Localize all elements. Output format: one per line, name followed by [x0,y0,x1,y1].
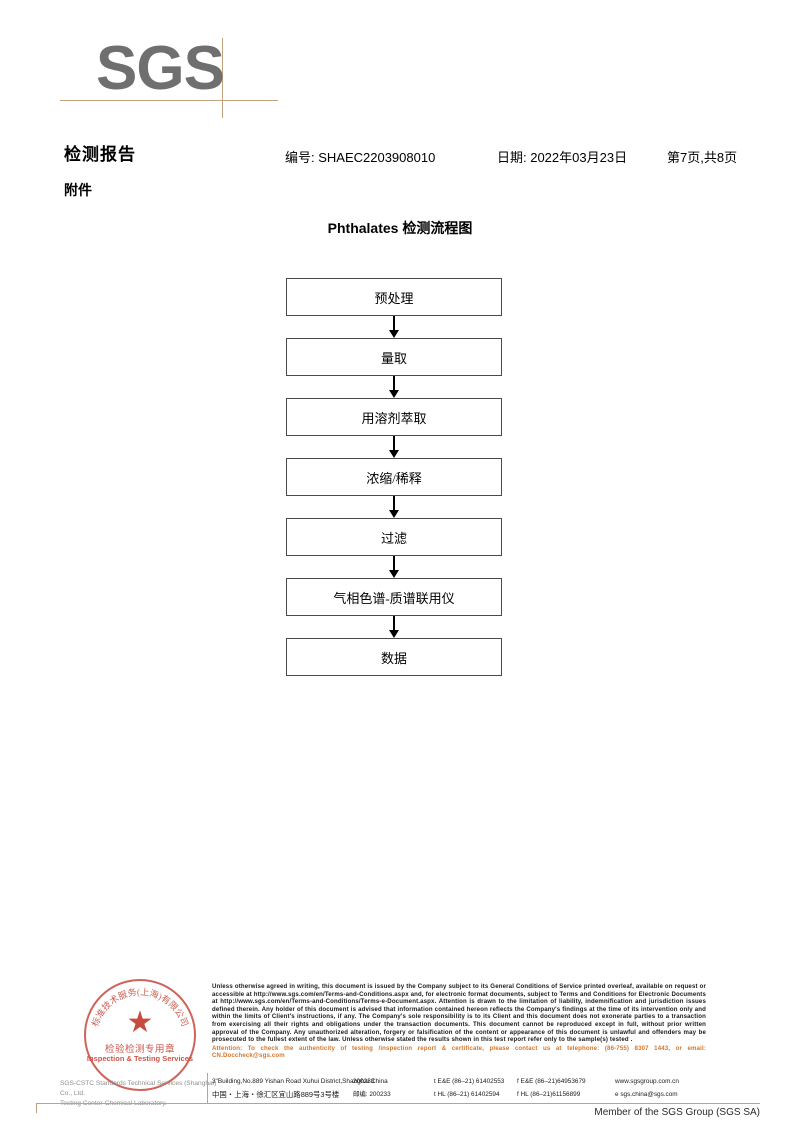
email-address: e sgs.china@sgs.com [615,1091,678,1098]
stamp-en-label: Inspection & Testing Services [86,1054,194,1063]
stamp-company-name: SGS-CSTC Standards Technical Services (S… [60,1079,230,1109]
logo-horizontal-rule [60,100,278,101]
address-divider-tick [36,1103,37,1113]
page-counter: 第7页,共8页 [667,150,738,165]
flow-step-concentrate-dilute: 浓缩/稀释 [286,458,502,496]
flow-arrow-icon [286,496,502,518]
flow-step-filtration: 过滤 [286,518,502,556]
flow-arrow-icon [286,616,502,638]
page-title: 检测报告 [64,145,136,164]
flow-arrow-icon [286,376,502,398]
address-row-en: 3"Building,No.889 Yishan Road Xuhui Dist… [212,1075,762,1088]
member-note: Member of the SGS Group (SGS SA) [594,1107,760,1118]
flow-step-gcms: 气相色谱-质谱联用仪 [286,578,502,616]
stamp-ring [84,979,196,1091]
stamp-cn-label: 检验检测专用章 [104,1044,175,1055]
stamp-arc-text: 标准技术服务(上海)有限公司 [89,987,190,1028]
flow-arrow-icon [286,316,502,338]
address-divider-vertical [207,1073,208,1103]
page-subtitle: 附件 [64,182,92,198]
flow-step-solvent-extraction: 用溶剂萃取 [286,398,502,436]
official-stamp-icon: 标准技术服务(上海)有限公司 ★ 检验检测专用章 Inspection & Te… [84,979,196,1091]
address-cn: 中国・上海・徐汇区宜山路889号3号楼 [212,1090,340,1099]
zip-en: 200233 [353,1078,375,1085]
stamp-company-line1: SGS-CSTC Standards Technical Services (S… [60,1080,217,1097]
flow-arrow-icon [286,436,502,458]
flowchart-title: Phthalates 检测流程图 [327,220,473,236]
flow-step-data: 数据 [286,638,502,676]
tel-ee: t E&E (86–21) 61402553 [434,1078,505,1085]
address-block: 3"Building,No.889 Yishan Road Xuhui Dist… [212,1075,762,1101]
legal-body: Unless otherwise agreed in writing, this… [212,983,706,1044]
flow-step-measure: 量取 [286,338,502,376]
tel-hl: t HL (86–21) 61402594 [434,1091,500,1098]
zip-cn: 邮编: 200233 [353,1091,391,1098]
sgs-logo: SGS [60,34,278,118]
star-icon: ★ [126,1006,154,1039]
page-footer: 标准技术服务(上海)有限公司 ★ 检验检测专用章 Inspection & Te… [0,975,800,1131]
logo-vertical-rule [222,38,223,118]
fax-ee: f E&E (86–21)64953679 [517,1078,586,1085]
legal-disclaimer: Unless otherwise agreed in writing, this… [212,983,706,1060]
report-date: 日期: 2022年03月23日 [497,150,628,165]
fax-hl: f HL (86–21)61156899 [517,1091,581,1098]
flowchart: 预处理 量取 用溶剂萃取 浓缩/稀释 过滤 气相色谱-质谱联用仪 数据 [286,278,502,676]
flow-arrow-icon [286,556,502,578]
report-number: 编号: SHAEC2203908010 [285,150,436,165]
legal-attention: Attention: To check the authenticity of … [212,1044,706,1060]
website: www.sgsgroup.com.cn [615,1078,679,1085]
address-row-cn: 中国・上海・徐汇区宜山路889号3号楼 邮编: 200233 t HL (86–… [212,1088,762,1101]
address-divider-horizontal [36,1103,760,1104]
address-en: 3"Building,No.889 Yishan Road Xuhui Dist… [212,1078,388,1085]
flow-step-pretreatment: 预处理 [286,278,502,316]
logo-text: SGS [96,34,225,103]
